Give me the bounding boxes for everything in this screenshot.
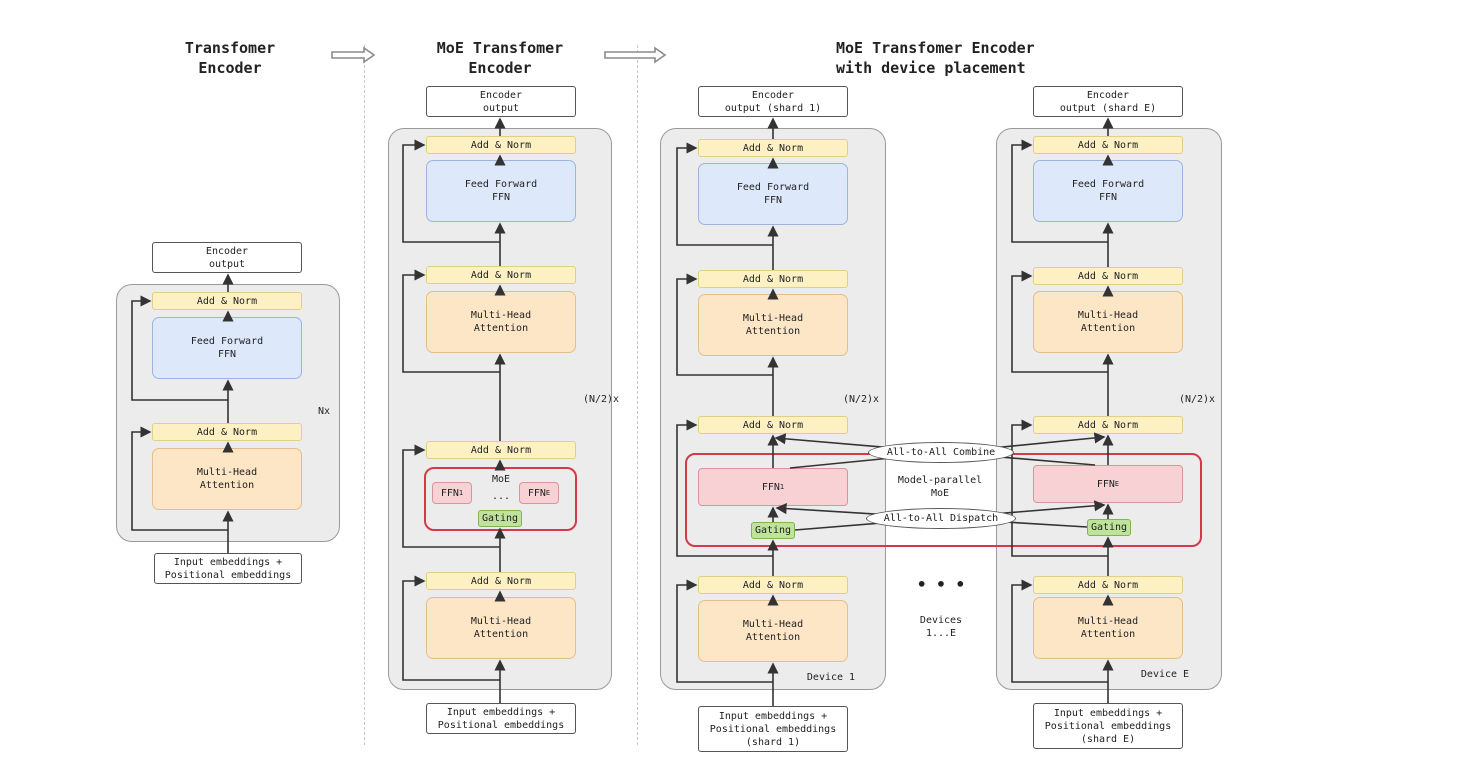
devicee-feed-forward-block: Feed Forward FFN	[1033, 160, 1183, 222]
device-e-label: Device E	[1140, 669, 1190, 680]
input-embeddings-box: Input embeddings + Positional embeddings	[154, 553, 302, 584]
device1-attention-block-1: Multi-Head Attention	[698, 294, 848, 356]
multi-head-attention-block: Multi-Head Attention	[152, 448, 302, 510]
moe-attention-block-2: Multi-Head Attention	[426, 597, 576, 659]
device-1-label: Device 1	[806, 672, 856, 683]
devicee-add-norm-2: Add & Norm	[1033, 267, 1183, 285]
ffn-1-text: FFN	[440, 487, 459, 499]
devices-label: Devices 1...E	[919, 615, 963, 639]
ffn-e-sub: E	[545, 488, 551, 497]
title-moe-device-placement: MoE Transfomer Encoder with device place…	[836, 39, 1035, 77]
moe-add-norm-1: Add & Norm	[426, 136, 576, 154]
devicee-add-norm-1: Add & Norm	[1033, 136, 1183, 154]
device1-input-embeddings-box: Input embeddings + Positional embeddings…	[698, 706, 848, 752]
device1-n-half-label: (N/2)x	[842, 394, 880, 405]
devicee-add-norm-4: Add & Norm	[1033, 576, 1183, 594]
device1-ffn-sub: 1	[779, 482, 785, 491]
moe-feed-forward-block: Feed Forward FFN	[426, 160, 576, 222]
devices-ellipsis: • • •	[916, 575, 966, 594]
nx-label: Nx	[317, 406, 331, 417]
ffn-e-text: FFN	[527, 487, 546, 499]
devicee-attention-block-2: Multi-Head Attention	[1033, 597, 1183, 659]
moe-attention-block-1: Multi-Head Attention	[426, 291, 576, 353]
separator-1	[364, 45, 365, 745]
title-transformer-encoder: Transfomer Encoder	[184, 39, 276, 77]
moe-add-norm-2: Add & Norm	[426, 266, 576, 284]
device1-add-norm-1: Add & Norm	[698, 139, 848, 157]
devicee-add-norm-3: Add & Norm	[1033, 416, 1183, 434]
title-moe-transformer-encoder: MoE Transfomer Encoder	[436, 39, 564, 77]
moe-layer-label: MoE	[491, 474, 511, 485]
moe-add-norm-4: Add & Norm	[426, 572, 576, 590]
device1-add-norm-4: Add & Norm	[698, 576, 848, 594]
moe-input-embeddings-box: Input embeddings + Positional embeddings	[426, 703, 576, 734]
moe-add-norm-3: Add & Norm	[426, 441, 576, 459]
ffn-ellipsis: ...	[491, 491, 511, 502]
add-norm-top: Add & Norm	[152, 292, 302, 310]
model-parallel-moe-box	[685, 453, 1202, 547]
separator-2	[637, 45, 638, 745]
all-to-all-dispatch-oval: All-to-All Dispatch	[866, 508, 1016, 529]
devicee-input-embeddings-box: Input embeddings + Positional embeddings…	[1033, 703, 1183, 749]
devicee-n-half-label: (N/2)x	[1178, 394, 1216, 405]
moe-encoder-output-box: Encoder output	[426, 86, 576, 117]
device1-add-norm-2: Add & Norm	[698, 270, 848, 288]
device1-attention-block-2: Multi-Head Attention	[698, 600, 848, 662]
device1-add-norm-3: Add & Norm	[698, 416, 848, 434]
all-to-all-combine-oval: All-to-All Combine	[868, 442, 1014, 463]
ffn-1-sub: 1	[458, 488, 464, 497]
add-norm-bottom: Add & Norm	[152, 423, 302, 441]
moe-n-half-label: (N/2)x	[582, 394, 620, 405]
device1-feed-forward-block: Feed Forward FFN	[698, 163, 848, 225]
devicee-ffn-sub: E	[1114, 479, 1120, 488]
devicee-encoder-output-box: Encoder output (shard E)	[1033, 86, 1183, 117]
feed-forward-block: Feed Forward FFN	[152, 317, 302, 379]
moe-gating-block: Gating	[478, 510, 522, 527]
devicee-attention-block-1: Multi-Head Attention	[1033, 291, 1183, 353]
device1-encoder-output-box: Encoder output (shard 1)	[698, 86, 848, 117]
model-parallel-moe-label: Model-parallel MoE	[897, 475, 983, 499]
encoder-output-box: Encoder output	[152, 242, 302, 273]
